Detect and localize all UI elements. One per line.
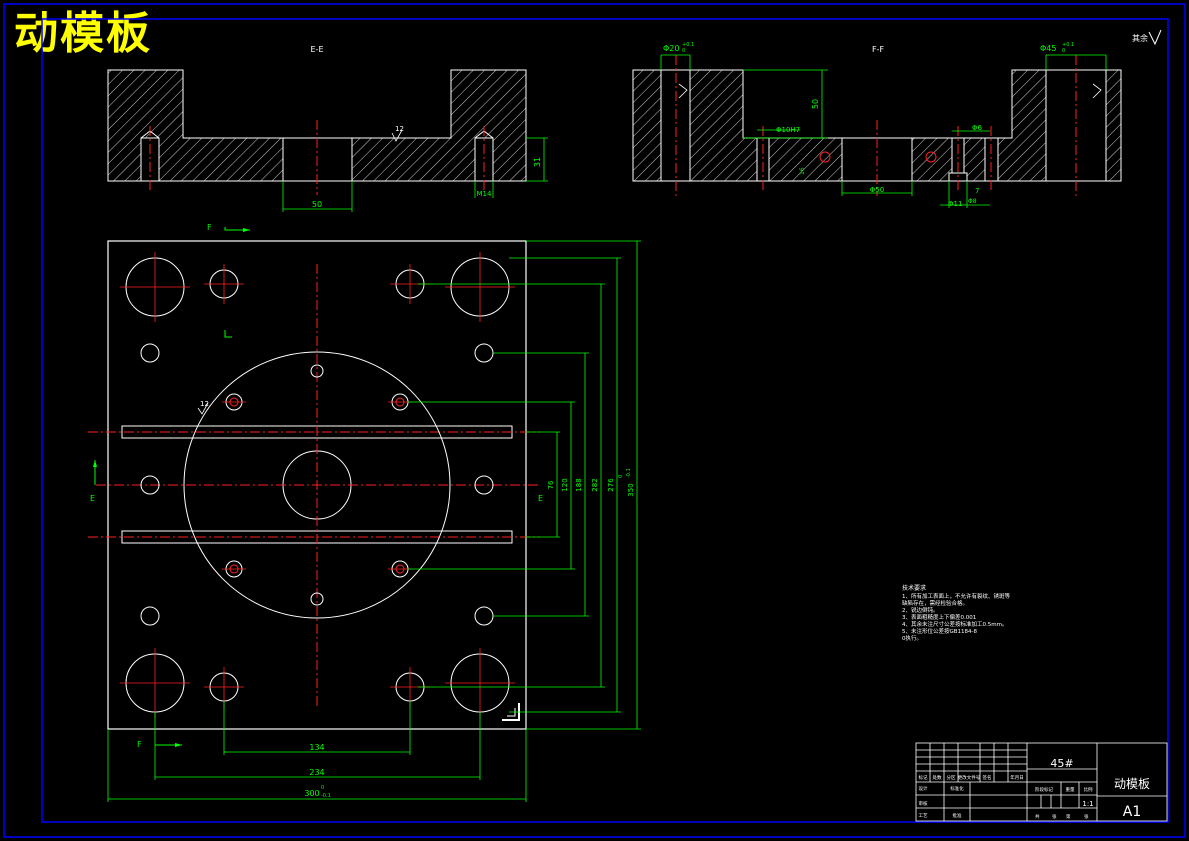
svg-text:E: E bbox=[90, 494, 95, 503]
svg-text:0执行。: 0执行。 bbox=[902, 634, 922, 642]
svg-text:阶段标记: 阶段标记 bbox=[1035, 786, 1053, 793]
svg-text:缺陷存在，需经检验合格。: 缺陷存在，需经检验合格。 bbox=[902, 599, 968, 607]
svg-text:0: 0 bbox=[1062, 48, 1065, 54]
svg-text:设计: 设计 bbox=[919, 785, 928, 792]
svg-text:年月日: 年月日 bbox=[1010, 774, 1024, 781]
svg-text:350: 350 bbox=[627, 483, 635, 496]
svg-text:Φ11: Φ11 bbox=[948, 200, 962, 208]
title-block bbox=[915, 742, 1168, 822]
svg-text:Φ8: Φ8 bbox=[968, 198, 977, 205]
svg-text:5、未注形位公差按GB1184-8: 5、未注形位公差按GB1184-8 bbox=[902, 627, 978, 635]
svg-text:0: 0 bbox=[618, 475, 624, 478]
svg-text:技术要求: 技术要求 bbox=[902, 584, 926, 592]
svg-text:比例: 比例 bbox=[1084, 786, 1093, 793]
svg-text:50: 50 bbox=[811, 99, 820, 109]
svg-text:120: 120 bbox=[561, 478, 569, 491]
scale-value: 1:1 bbox=[1082, 800, 1093, 808]
svg-text:审核: 审核 bbox=[919, 800, 928, 807]
svg-text:Φ50: Φ50 bbox=[870, 186, 884, 194]
svg-text:31: 31 bbox=[533, 157, 542, 167]
svg-text:更改文件号: 更改文件号 bbox=[958, 774, 981, 781]
section-e-label: E-E bbox=[311, 45, 324, 54]
svg-text:12: 12 bbox=[395, 125, 404, 133]
svg-text:处数: 处数 bbox=[933, 774, 942, 781]
svg-text:234: 234 bbox=[309, 768, 324, 777]
svg-text:E: E bbox=[538, 494, 543, 503]
svg-text:工艺: 工艺 bbox=[919, 813, 928, 819]
svg-text:2、锐边倒钝。: 2、锐边倒钝。 bbox=[902, 606, 939, 614]
svg-text:分区: 分区 bbox=[947, 774, 956, 781]
roughness-symbol: 其余 bbox=[1132, 29, 1162, 46]
svg-text:282: 282 bbox=[591, 478, 599, 491]
outer-frame bbox=[3, 3, 1186, 838]
svg-text:共: 共 bbox=[1035, 813, 1040, 820]
svg-text:F: F bbox=[137, 740, 142, 749]
svg-text:标准化: 标准化 bbox=[950, 785, 964, 792]
svg-text:188: 188 bbox=[575, 478, 583, 491]
material-label: 45# bbox=[1050, 757, 1073, 770]
svg-text:重量: 重量 bbox=[1066, 786, 1075, 793]
svg-text:300: 300 bbox=[304, 789, 319, 798]
svg-text:276: 276 bbox=[607, 478, 615, 492]
svg-text:50: 50 bbox=[312, 200, 322, 209]
section-f-f: F-F Φ20 +0.1 0 Φ45 +0.1 0 bbox=[632, 42, 1122, 208]
plan-view: F F E E bbox=[88, 223, 641, 802]
svg-text:76: 76 bbox=[547, 480, 555, 489]
svg-text:0: 0 bbox=[682, 48, 685, 54]
svg-text:F: F bbox=[207, 223, 212, 232]
svg-text:134: 134 bbox=[309, 743, 324, 752]
svg-text:批准: 批准 bbox=[953, 812, 962, 819]
svg-text:12: 12 bbox=[200, 400, 209, 408]
svg-text:标记: 标记 bbox=[919, 774, 928, 781]
inner-frame bbox=[41, 18, 1169, 823]
svg-text:第: 第 bbox=[1066, 813, 1071, 820]
svg-text:4、其余未注尺寸公差按标准加工0.5mm。: 4、其余未注尺寸公差按标准加工0.5mm。 bbox=[902, 620, 1007, 628]
svg-text:Φ10H7: Φ10H7 bbox=[776, 126, 800, 134]
tech-notes: 技术要求 1、所有加工表面上，不允许有裂纹、锈斑等 缺陷存在，需经检验合格。 2… bbox=[902, 584, 1011, 642]
section-f-label: F-F bbox=[872, 45, 884, 54]
svg-text:+0.1: +0.1 bbox=[682, 42, 694, 48]
svg-text:张: 张 bbox=[1084, 813, 1089, 820]
svg-text:16: 16 bbox=[799, 167, 806, 175]
svg-text:-0.1: -0.1 bbox=[321, 793, 331, 799]
part-name: 动模板 bbox=[1114, 777, 1150, 791]
svg-text:Φ45: Φ45 bbox=[1040, 44, 1056, 53]
svg-text:+0.1: +0.1 bbox=[1062, 42, 1074, 48]
title-block-text: 45# 动模板 A1 1:1 标记 处数 分区 更改文件号 签名 年月日 设计 … bbox=[919, 757, 1151, 820]
svg-text:Φ20: Φ20 bbox=[663, 44, 679, 53]
svg-text:1、所有加工表面上，不允许有裂纹、锈斑等: 1、所有加工表面上，不允许有裂纹、锈斑等 bbox=[902, 592, 1011, 600]
svg-text:-0.1: -0.1 bbox=[626, 468, 632, 478]
svg-text:签名: 签名 bbox=[983, 774, 992, 781]
svg-text:3、表面粗糙度上下偏差0.001: 3、表面粗糙度上下偏差0.001 bbox=[902, 613, 976, 621]
svg-text:其余: 其余 bbox=[1132, 33, 1148, 43]
svg-text:M14: M14 bbox=[477, 190, 492, 198]
svg-text:0: 0 bbox=[321, 785, 324, 791]
svg-text:Φ6: Φ6 bbox=[972, 124, 983, 132]
section-e-e: E-E 50 31 M14 12 bbox=[107, 45, 548, 212]
svg-text:张: 张 bbox=[1052, 813, 1057, 820]
svg-text:7: 7 bbox=[975, 187, 979, 195]
sheet-size: A1 bbox=[1123, 804, 1141, 820]
